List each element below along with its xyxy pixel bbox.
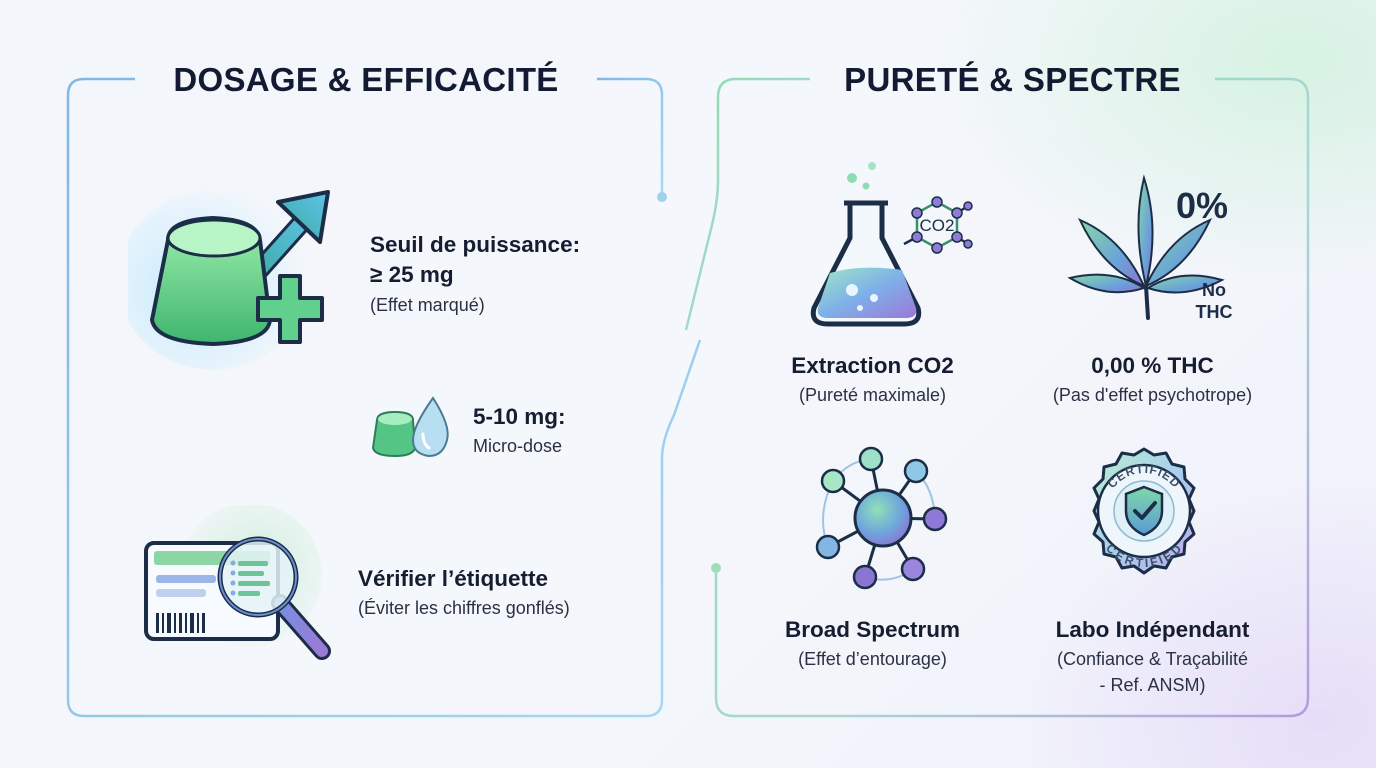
right-panel-title: PURETÉ & SPECTRE	[844, 61, 1181, 98]
check-label-block: Vérifier l’étiquette (Éviter les chiffre…	[358, 564, 570, 622]
no-badge: No	[1202, 280, 1226, 300]
zero-thc-block: 0,00 % THC (Pas d'effet psychotrope)	[1010, 350, 1295, 408]
cannabis-leaf-icon: 0% No THC	[1067, 174, 1233, 322]
check-label-title: Vérifier l’étiquette	[358, 566, 549, 591]
micro-dose-note: Micro-dose	[473, 436, 563, 456]
label-magnifier-icon	[144, 505, 331, 660]
flask-co2-icon: CO2	[810, 162, 973, 327]
micro-dose-block: 5-10 mg: Micro-dose	[473, 402, 566, 460]
independent-lab-title: Labo Indépendant	[1055, 617, 1250, 642]
left-panel-border	[66, 77, 702, 718]
check-label-note: (Éviter les chiffres gonflés)	[358, 598, 570, 618]
co2-extraction-note: (Pureté maximale)	[798, 385, 947, 405]
left-panel-title: DOSAGE & EFFICACITÉ	[173, 61, 559, 98]
independent-lab-block: Labo Indépendant (Confiance & Traçabilit…	[1010, 614, 1295, 698]
potency-threshold-value: ≥ 25 mg	[370, 262, 454, 287]
zero-thc-note: (Pas d'effet psychotrope)	[1052, 385, 1253, 405]
broad-spectrum-note: (Effet d’entourage)	[798, 649, 947, 669]
molecule-network-icon	[815, 446, 948, 590]
potency-threshold-block: Seuil de puissance: ≥ 25 mg (Effet marqu…	[370, 230, 580, 320]
potency-threshold-note: (Effet marqué)	[370, 295, 485, 315]
gummy-plus-arrow-icon	[128, 190, 330, 370]
zero-percent-badge: 0%	[1176, 185, 1228, 226]
co2-extraction-title: Extraction CO2	[791, 353, 954, 378]
potency-threshold-title: Seuil de puissance:	[370, 232, 581, 257]
broad-spectrum-title: Broad Spectrum	[784, 617, 961, 642]
co2-extraction-block: Extraction CO2 (Pureté maximale)	[755, 350, 990, 408]
zero-thc-title: 0,00 % THC	[1091, 353, 1214, 378]
right-panel-border	[684, 77, 810, 331]
independent-lab-note-2: - Ref. ANSM)	[1099, 675, 1206, 695]
micro-dose-title: 5-10 mg:	[473, 404, 566, 429]
gummy-drop-icon	[371, 396, 449, 458]
co2-badge: CO2	[920, 216, 955, 235]
thc-badge: THC	[1196, 302, 1233, 322]
certified-seal-icon: CERTIFIED CERTIFIED	[1092, 447, 1196, 575]
independent-lab-note-1: (Confiance & Traçabilité	[1056, 649, 1249, 669]
broad-spectrum-block: Broad Spectrum (Effet d’entourage)	[755, 614, 990, 672]
